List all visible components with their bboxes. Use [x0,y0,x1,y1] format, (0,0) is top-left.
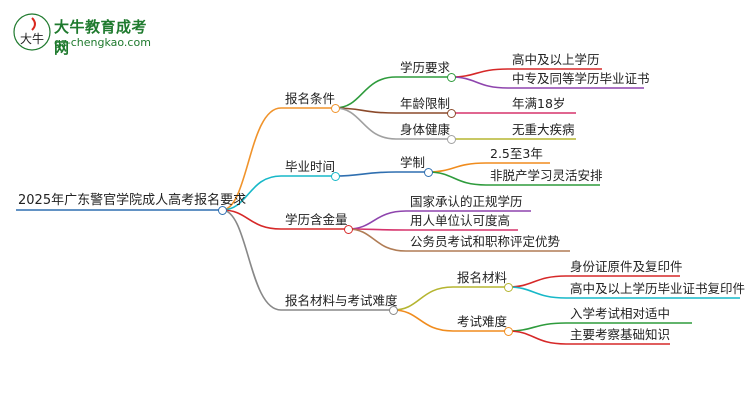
branch-link [221,209,282,311]
leaf-topic: 入学考试相对适中 [570,306,671,321]
branch-collapse-toggle[interactable] [330,103,340,113]
site-logo: 大牛 大牛教育成考网 gz-chengkao.com [12,12,162,57]
subtopic: 用人单位认可度高 [410,213,511,228]
leaf-topic: 非脱产学习灵活安排 [490,168,603,183]
logo-mark-icon: 大牛 [13,13,51,51]
site-url: gz-chengkao.com [54,36,151,49]
branch-collapse-toggle[interactable] [343,224,353,234]
branch-link [221,175,282,211]
leaf-topic: 高中及以上学历 [512,52,600,67]
leaf-link [507,330,567,345]
branch-topic: 报名材料与考试难度 [285,293,398,308]
leaf-topic: 高中及以上学历毕业证书复印件 [570,281,746,296]
leaf-link [507,322,567,332]
branch-collapse-toggle[interactable] [388,305,398,315]
subtopic: 考试难度 [457,314,508,329]
subtopic-link [334,171,397,177]
subtopic-link [392,309,454,332]
leaf-link [427,171,487,186]
subtopic-collapse-toggle[interactable] [446,108,456,118]
subtopic-collapse-toggle[interactable] [503,282,513,292]
leaf-topic: 2.5至3年 [490,146,543,161]
leaf-link [450,76,509,89]
subtopic-link [347,210,407,230]
branch-topic: 毕业时间 [285,159,336,174]
logo-mark-text: 大牛 [20,31,44,46]
leaf-topic: 年满18岁 [512,96,566,111]
subtopic: 报名材料 [457,270,508,285]
subtopic-link [334,107,397,140]
subtopic: 学历要求 [400,60,451,75]
subtopic: 公务员考试和职称评定优势 [410,234,561,249]
leaf-topic: 主要考察基础知识 [570,327,671,342]
subtopic: 学制 [400,155,426,170]
leaf-topic: 无重大疾病 [512,122,575,137]
root-collapse-toggle[interactable] [217,205,227,215]
subtopic-link [392,286,454,311]
leaf-link [427,162,487,173]
branch-collapse-toggle[interactable] [330,171,340,181]
branch-link [221,209,282,230]
branch-topic: 学历含金量 [285,212,348,227]
leaf-link [450,68,509,78]
leaf-link [507,286,567,299]
leaf-topic: 中专及同等学历毕业证书 [512,71,650,86]
subtopic-link [334,76,397,109]
subtopic: 身体健康 [400,122,451,137]
leaf-topic: 身份证原件及复印件 [570,259,683,274]
root-topic: 2025年广东警官学院成人高考报名要求 [18,193,247,208]
subtopic-link [347,228,407,252]
branch-topic: 报名条件 [285,91,336,106]
subtopic-collapse-toggle[interactable] [423,167,433,177]
subtopic: 国家承认的正规学历 [410,194,523,209]
subtopic-collapse-toggle[interactable] [446,134,456,144]
leaf-link [507,275,567,288]
subtopic-collapse-toggle[interactable] [503,326,513,336]
subtopic-collapse-toggle[interactable] [446,72,456,82]
subtopic: 年龄限制 [400,96,451,111]
branch-link [221,107,282,211]
site-name: 大牛教育成考网 [54,18,148,57]
